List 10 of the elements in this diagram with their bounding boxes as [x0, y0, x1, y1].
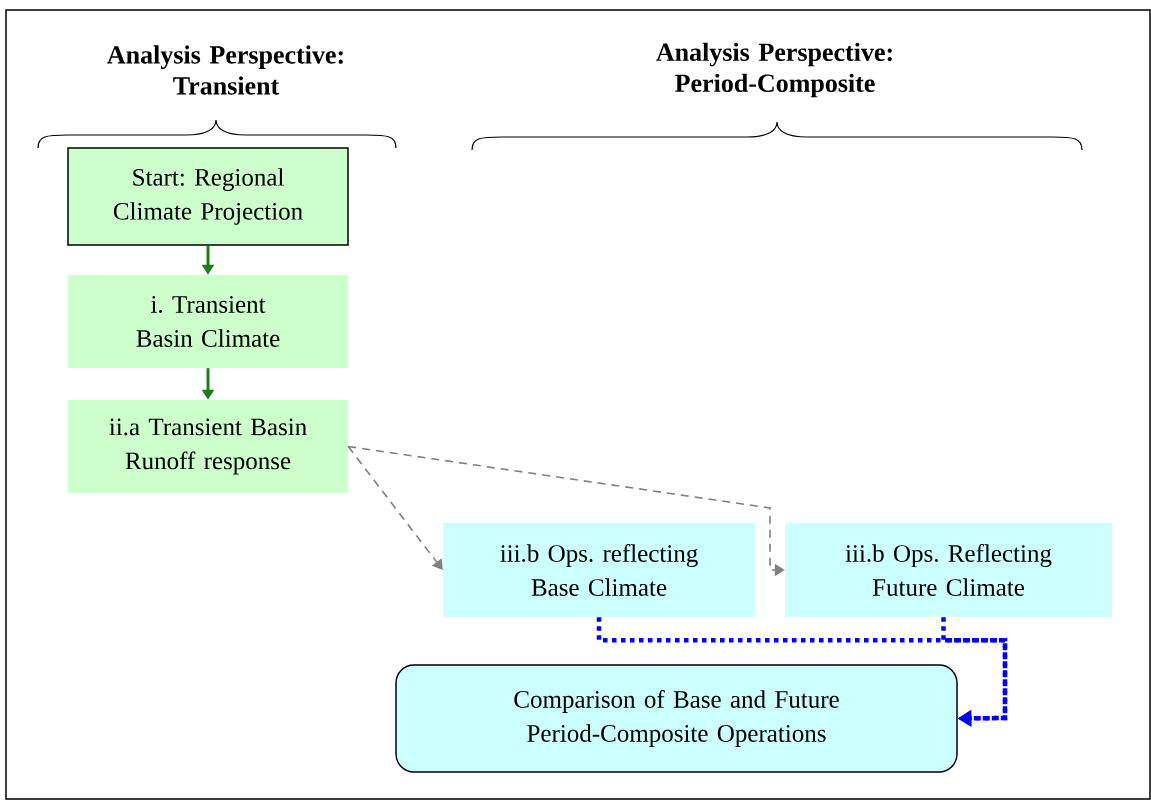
result-box: Comparison of Base and Future Period-Composite Operations — [395, 664, 958, 773]
column-heading: Analysis Perspective: Period-Composite — [656, 42, 892, 98]
process-box: iii.b Ops. Reflecting Future Climate — [785, 523, 1112, 617]
process-box: Start: Regional Climate Projection — [67, 147, 349, 246]
process-box: iii.b Ops. reflecting Base Climate — [443, 523, 755, 617]
arrow — [941, 617, 1008, 727]
column-heading: Analysis Perspective: Transient — [107, 45, 343, 95]
arrow — [347, 445, 443, 570]
process-box: i. Transient Basin Climate — [68, 275, 348, 368]
process-box: ii.a Transient Basin Runoff response — [68, 400, 348, 493]
